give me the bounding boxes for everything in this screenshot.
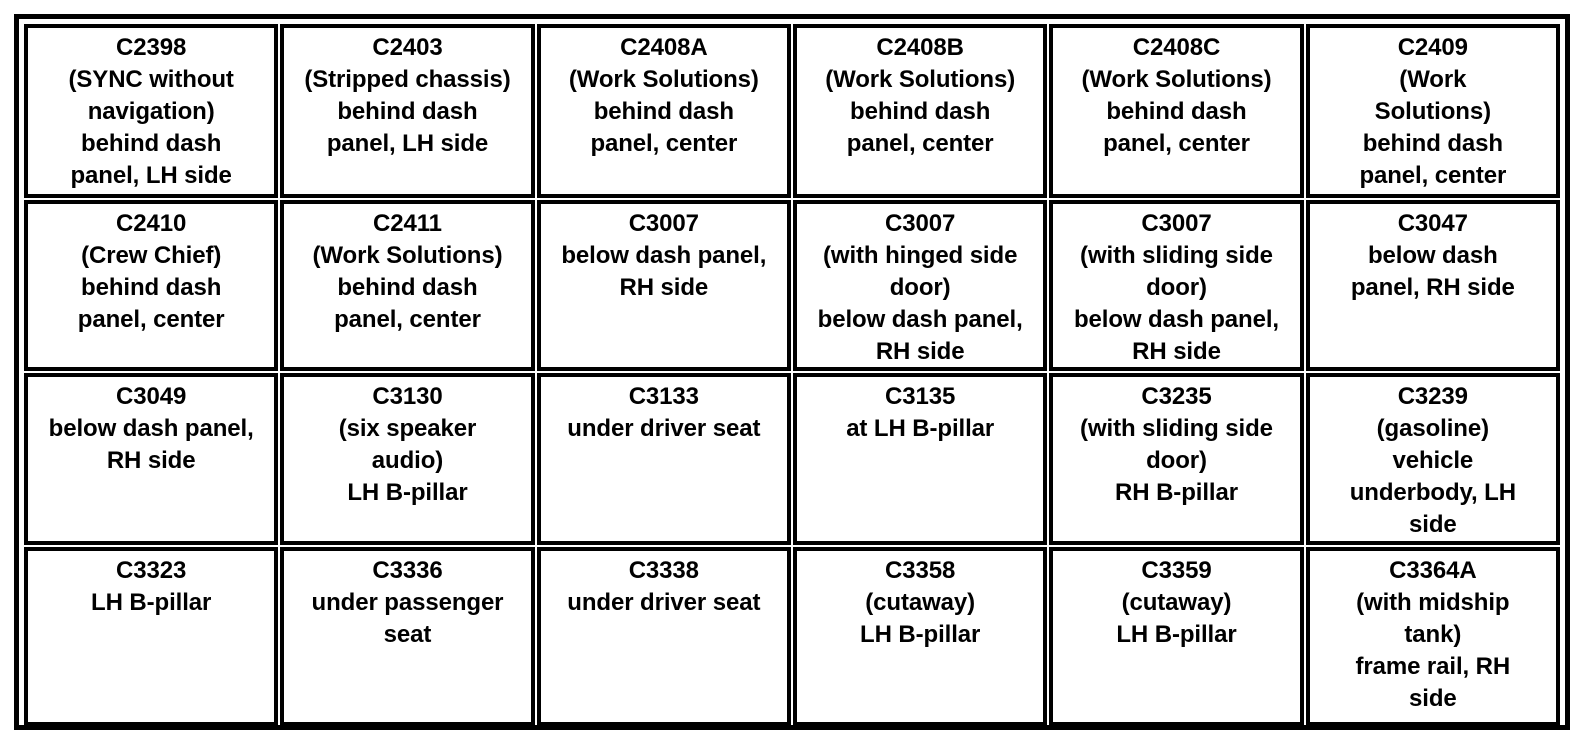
connector-cell-text: C3007 (with sliding side door) below das…: [1073, 210, 1279, 365]
connector-cell-text: C3358 (cutaway) LH B-pillar: [860, 557, 981, 648]
connector-cell-text: C2408C (Work Solutions) behind dash pane…: [1081, 34, 1272, 157]
connector-table-frame: C2398 (SYNC without navigation) behind d…: [14, 14, 1570, 730]
connector-cell-text: C3049 below dash panel, RH side: [48, 383, 254, 474]
connector-cell[interactable]: C2410 (Crew Chief) behind dash panel, ce…: [24, 200, 279, 371]
connector-cell-text: C3047 below dash panel, RH side: [1350, 210, 1515, 301]
connector-cell-text: C3007 below dash panel, RH side: [561, 210, 767, 301]
connector-cell-text: C3133 under driver seat: [567, 383, 761, 442]
connector-cell-text: C2408B (Work Solutions) behind dash pane…: [825, 34, 1016, 157]
connector-cell[interactable]: C2409 (Work Solutions) behind dash panel…: [1305, 24, 1560, 198]
connector-cell[interactable]: C3364A (with midship tank) frame rail, R…: [1305, 547, 1560, 726]
connector-cell-text: C3130 (six speaker audio) LH B-pillar: [338, 383, 477, 506]
connector-cell[interactable]: C3133 under driver seat: [536, 373, 791, 545]
connector-cell-text: C3239 (gasoline) vehicle underbody, LH s…: [1349, 383, 1516, 538]
connector-cell-text: C2408A (Work Solutions) behind dash pane…: [568, 34, 759, 157]
connector-cell-text: C2403 (Stripped chassis) behind dash pan…: [304, 34, 511, 157]
connector-cell[interactable]: C3007 (with hinged side door) below dash…: [793, 200, 1048, 371]
connector-cell-text: C2410 (Crew Chief) behind dash panel, ce…: [77, 210, 225, 333]
connector-cell[interactable]: C3007 below dash panel, RH side: [536, 200, 791, 371]
connector-cell-text: C2398 (SYNC without navigation) behind d…: [68, 34, 234, 189]
connector-cell-text: C2411 (Work Solutions) behind dash panel…: [312, 210, 503, 333]
connector-cell[interactable]: C3336 under passenger seat: [280, 547, 535, 726]
connector-cell[interactable]: C3338 under driver seat: [536, 547, 791, 726]
connector-cell-text: C3338 under driver seat: [567, 557, 761, 616]
connector-cell[interactable]: C2408C (Work Solutions) behind dash pane…: [1049, 24, 1304, 198]
connector-cell[interactable]: C3130 (six speaker audio) LH B-pillar: [280, 373, 535, 545]
connector-cell[interactable]: C2398 (SYNC without navigation) behind d…: [24, 24, 279, 198]
connector-cell-text: C3235 (with sliding side door) RH B-pill…: [1080, 383, 1273, 506]
connector-cell[interactable]: C3323 LH B-pillar: [24, 547, 279, 726]
connector-cell[interactable]: C3358 (cutaway) LH B-pillar: [793, 547, 1048, 726]
connector-cell-text: C3336 under passenger seat: [311, 557, 504, 648]
connector-cell-text: C3323 LH B-pillar: [91, 557, 212, 616]
connector-cell[interactable]: C2403 (Stripped chassis) behind dash pan…: [280, 24, 535, 198]
connector-cell-text: C3359 (cutaway) LH B-pillar: [1116, 557, 1237, 648]
connector-cell-text: C3007 (with hinged side door) below dash…: [817, 210, 1023, 365]
connector-cell[interactable]: C2408B (Work Solutions) behind dash pane…: [793, 24, 1048, 198]
connector-cell[interactable]: C3049 below dash panel, RH side: [24, 373, 279, 545]
connector-cell[interactable]: C3007 (with sliding side door) below das…: [1049, 200, 1304, 371]
connector-cell[interactable]: C3235 (with sliding side door) RH B-pill…: [1049, 373, 1304, 545]
connector-cell[interactable]: C3047 below dash panel, RH side: [1305, 200, 1560, 371]
connector-cell[interactable]: C3359 (cutaway) LH B-pillar: [1049, 547, 1304, 726]
connector-cell-text: C3135 at LH B-pillar: [846, 383, 995, 442]
connector-cell[interactable]: C2411 (Work Solutions) behind dash panel…: [280, 200, 535, 371]
connector-cell[interactable]: C3135 at LH B-pillar: [793, 373, 1048, 545]
connector-cell-text: C2409 (Work Solutions) behind dash panel…: [1359, 34, 1507, 189]
connector-cell[interactable]: C3239 (gasoline) vehicle underbody, LH s…: [1305, 373, 1560, 545]
connector-location-grid: C2398 (SYNC without navigation) behind d…: [23, 23, 1561, 726]
connector-cell[interactable]: C2408A (Work Solutions) behind dash pane…: [536, 24, 791, 198]
connector-cell-text: C3364A (with midship tank) frame rail, R…: [1355, 557, 1511, 712]
